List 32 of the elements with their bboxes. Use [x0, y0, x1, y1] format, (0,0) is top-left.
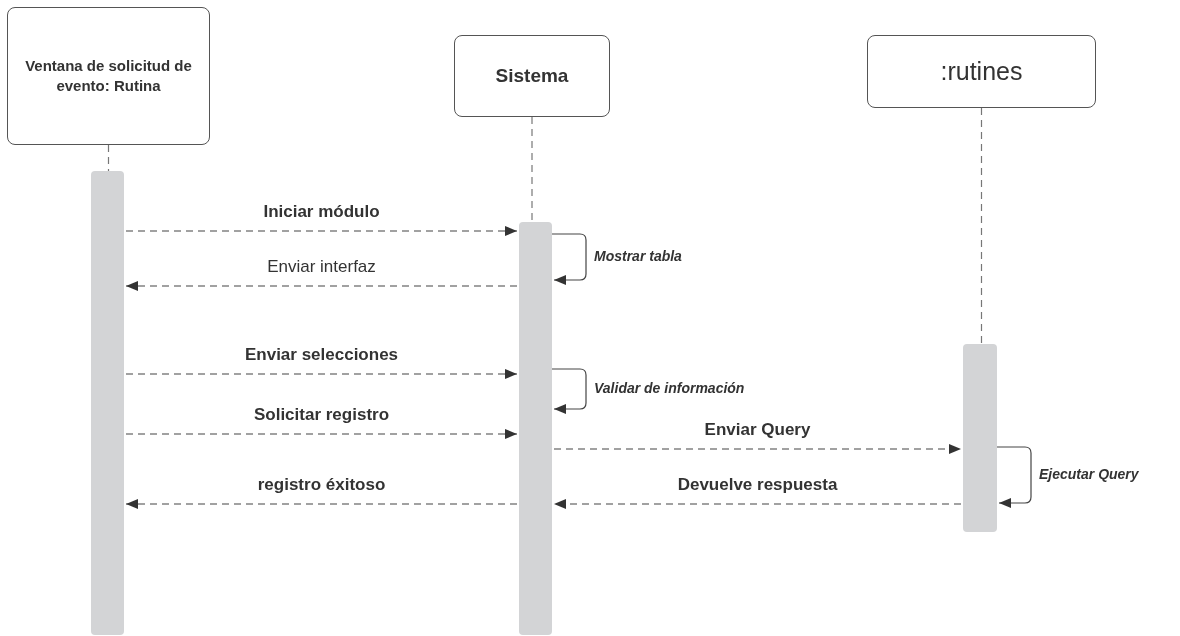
message-arrow: [553, 499, 962, 509]
edge-label: registro éxitoso: [257, 475, 386, 495]
edge-label: Mostrar tabla: [594, 248, 682, 264]
message-arrow: [125, 281, 518, 291]
lifeline-header-box: [867, 35, 1096, 108]
edge-label: Enviar Query: [704, 420, 811, 440]
participant-name: :rutines: [940, 55, 1023, 87]
message-arrow: [125, 226, 518, 236]
message-arrow: [125, 499, 518, 509]
message-arrow: [125, 369, 518, 379]
lifeline-header-box: [7, 7, 210, 145]
message-arrow: [551, 233, 587, 285]
lifeline: [107, 144, 110, 172]
participant-name: Ventana de solicitud de evento: Rutina: [24, 55, 193, 96]
message-arrow: [553, 444, 962, 454]
activation-bar: [91, 171, 124, 635]
lifeline: [980, 107, 983, 345]
edge-label: Ejecutar Query: [1039, 466, 1139, 482]
message-arrow: [996, 446, 1032, 508]
message-arrow: [125, 429, 518, 439]
edge-label: Iniciar módulo: [263, 202, 380, 222]
activation-bar: [519, 222, 552, 635]
edge-label: Validar de información: [594, 380, 745, 396]
edge-label: Solicitar registro: [253, 405, 390, 425]
message-arrow: [551, 368, 587, 414]
edge-label: Enviar interfaz: [267, 257, 376, 277]
lifeline-header-box: [454, 35, 610, 117]
lifeline: [531, 116, 533, 223]
participant-name: Sistema: [495, 64, 569, 89]
edge-label: Devuelve respuesta: [677, 475, 838, 495]
activation-bar: [963, 344, 997, 532]
edge-label: Enviar selecciones: [244, 345, 399, 365]
